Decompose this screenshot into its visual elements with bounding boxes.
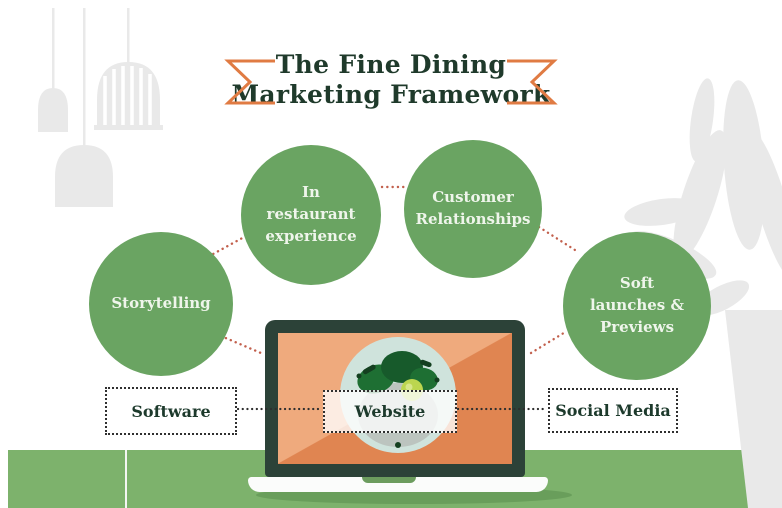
node-in-restaurant-experience: In restaurant experience [241, 145, 381, 285]
node-soft-launches-previews-label: Soft launches & Previews [589, 274, 685, 336]
channel-website: Website [323, 390, 457, 433]
node-storytelling-label: Storytelling [111, 294, 211, 313]
channel-social-media: Social Media [548, 388, 678, 433]
ribbon-bracket-left-icon [224, 59, 275, 105]
page-title: The Fine Dining Marketing Framework [215, 50, 567, 109]
channel-software: Software [105, 387, 237, 435]
node-soft-launches-previews: Soft launches & Previews [563, 232, 711, 380]
ground-seam-line [125, 450, 127, 508]
channel-software-label: Software [131, 401, 211, 421]
laptop-notch [362, 477, 416, 483]
node-storytelling: Storytelling [89, 232, 233, 376]
node-in-restaurant-experience-label: In restaurant experience [265, 183, 357, 245]
birdcage-lamp-icon [94, 8, 163, 130]
node-customer-relationships: Customer Relationships [404, 140, 542, 278]
channel-website-label: Website [354, 402, 426, 421]
node-customer-relationships-label: Customer Relationships [415, 188, 531, 228]
channel-social-media-label: Social Media [555, 401, 671, 420]
pendant-lamp-icon [38, 8, 113, 207]
laptop-base [248, 477, 548, 492]
title-line-2: Marketing Framework [231, 79, 551, 109]
title-line-1: The Fine Dining [275, 50, 507, 79]
ribbon-bracket-right-icon [507, 59, 558, 105]
